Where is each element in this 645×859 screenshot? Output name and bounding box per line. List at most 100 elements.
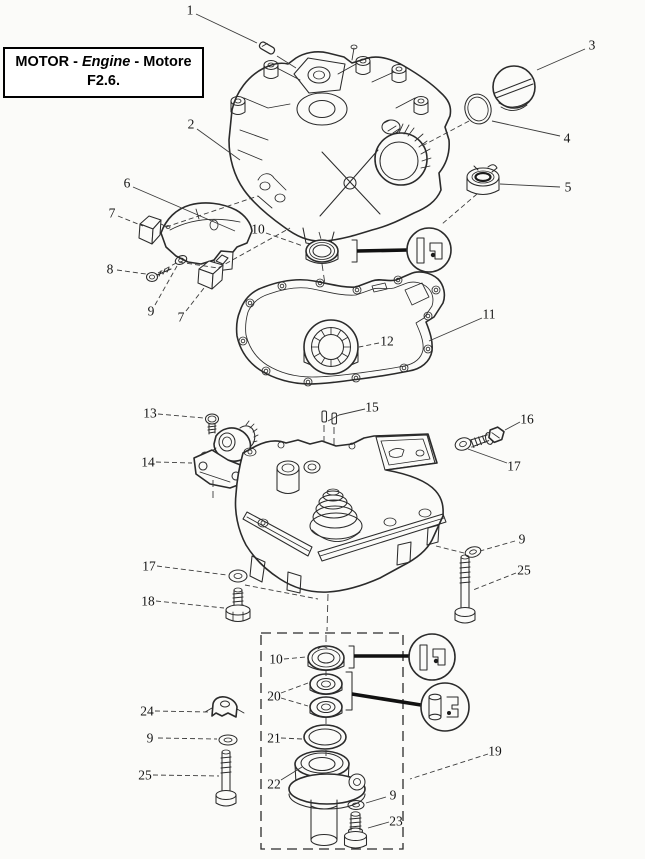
leader-line [472,572,517,591]
washer-part-9d [347,799,365,811]
leader-line [280,766,303,781]
leader-line [195,13,258,44]
callout-number: 9 [147,731,154,746]
detail-bracket-seal [348,645,355,669]
washer-part-17b [228,569,248,583]
bearing-detail-circle [420,682,470,732]
leader-line [196,128,241,161]
callout-number: 19 [488,744,502,759]
ball-bearing-part-20a [309,673,343,696]
callout-number: 1 [187,3,194,18]
leader-line [152,774,220,777]
leader-line [132,186,236,232]
callout-number: 20 [267,689,281,704]
callout-number: 23 [389,814,403,829]
washer-part-9b [464,546,482,558]
o-ring-assembly-line [419,120,470,148]
leader-line [116,269,147,275]
callout-number: 12 [380,334,394,349]
leader-line [365,796,387,804]
leader-line [276,55,297,69]
callout-number: 25 [517,563,531,578]
damper-assembly-line-1 [165,195,259,228]
callout-number: 10 [251,222,265,237]
drain-bolt-assembly-line [244,584,319,600]
leader-line [467,448,508,464]
long-bolt-part-25b [215,749,237,807]
mount-cover-part-6 [160,202,253,272]
title-line1: MOTOR - Engine - Motore [15,54,192,70]
oil-filler-cap-part-3 [492,65,536,111]
rubber-damper-part-7a [138,215,171,245]
callout-number: 10 [269,652,283,667]
callout-number: 7 [178,310,185,325]
leader-line [117,215,144,227]
callout-number: 9 [519,532,526,547]
callout-number: 18 [141,594,155,609]
callout-number: 4 [564,131,571,146]
callout-number: 5 [565,180,572,195]
leader-line [155,600,225,609]
leader-line [185,287,205,312]
callout-number: 17 [142,559,156,574]
callout-number: 9 [390,788,397,803]
callout-number: 17 [507,459,521,474]
callout-number: 2 [188,117,195,132]
callout-number: 21 [267,731,281,746]
callout-number: 22 [267,777,281,792]
washer-part-9c [218,734,238,746]
leader-line [338,408,366,416]
leader-line [358,342,380,348]
seal-assembly-line [441,193,478,225]
callout-number: 7 [109,206,116,221]
leader-line [283,656,307,660]
oil-seal-part-10b [307,645,345,672]
leader-line [265,232,304,247]
gasket-bolt-holes [238,275,441,387]
leader-line [154,710,210,713]
dowel-pin-part-1 [258,41,276,55]
valve-seal-part-5 [466,164,500,196]
detail-connector-bearing [351,692,422,707]
title-line2: F2.6. [86,73,121,89]
oil-seal-cross-section-icon [416,237,443,264]
leader-line [156,565,228,576]
callout-number: 14 [141,455,155,470]
seal-detail-circle-top [406,227,452,273]
leader-line [409,753,489,780]
clamp-part-24 [204,696,245,718]
callout-number: 13 [143,406,157,421]
callout-number: 6 [124,176,131,191]
bearing-cross-section-icon [428,693,459,721]
callout-number: 15 [365,400,379,415]
leader-line [154,265,178,306]
callout-number: 16 [520,412,534,427]
o-ring-part-4 [464,93,492,125]
title-box: MOTOR - Engine - Motore F2.6. [3,47,204,98]
washer-part-9a [174,255,188,265]
detail-box-part-19 [260,632,404,850]
long-bolt-part-25a [454,554,476,624]
leader-line [327,414,340,422]
bolt-assembly-line-right [435,545,465,554]
screw-part-8 [145,267,172,283]
bolt-part-23 [343,811,368,849]
lower-crankcase-drawing [234,433,447,594]
oil-seal-cross-section-icon [419,644,446,671]
washer-part-17a [454,437,472,451]
rubber-damper-part-7b [197,254,229,290]
damper-assembly-line-2 [157,227,291,274]
callout-number: 24 [140,704,154,719]
detail-bracket-top [351,239,358,263]
leader-line [367,821,390,829]
leader-line [280,697,309,707]
drain-bolt-part-18 [225,587,251,623]
leader-line [155,461,193,464]
callout-number: 3 [589,38,596,53]
leader-line [280,737,303,740]
o-ring-part-21 [303,724,347,750]
callout-number: 25 [138,768,152,783]
leader-line [428,317,483,342]
